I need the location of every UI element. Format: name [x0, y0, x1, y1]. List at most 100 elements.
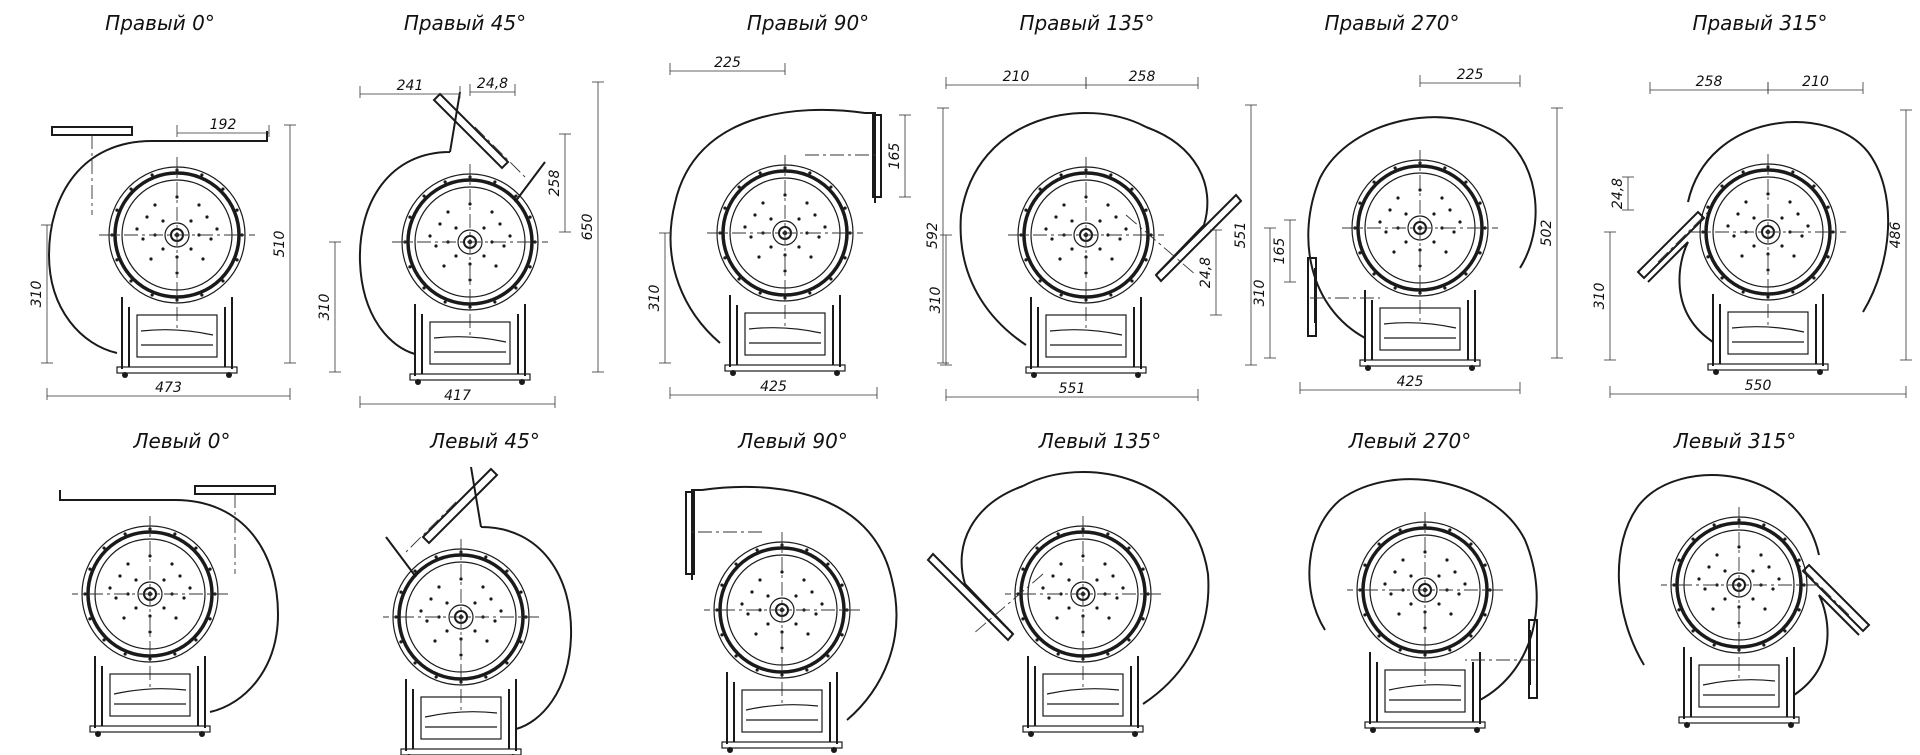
impeller-rivet [1392, 250, 1396, 254]
impeller-rivet [783, 269, 787, 273]
foot-bolt-right [1469, 365, 1475, 371]
impeller-rivet [746, 612, 750, 616]
impeller-rivet [170, 562, 174, 566]
impeller-rivet [1711, 607, 1715, 611]
foot-bolt-left [1031, 372, 1037, 378]
rim-bolt [208, 617, 212, 621]
impeller-rivet [1445, 558, 1449, 562]
motor-window [1727, 311, 1809, 355]
impeller-rivet [1095, 578, 1099, 582]
rim-bolt [422, 194, 426, 198]
volute-casing [669, 108, 876, 344]
impeller-rivet [153, 203, 157, 207]
motor-window-detail [745, 704, 819, 721]
impeller-rivet [1726, 224, 1730, 228]
outlet-flange [926, 552, 1015, 642]
rim-bolt [528, 215, 532, 219]
rim-bolt [505, 569, 509, 573]
rim-bolt [399, 640, 403, 644]
impeller-rivet [1059, 562, 1063, 566]
motor-window [1698, 664, 1780, 708]
fan-r0 [47, 126, 268, 378]
impeller-rivet [148, 554, 152, 558]
base-plate [724, 364, 846, 372]
hub [448, 604, 474, 630]
rim-bolt [115, 208, 119, 212]
rim-bolt [1038, 279, 1042, 283]
rim-bolt [173, 652, 177, 656]
volute-casing [1647, 121, 1890, 343]
impeller-rivet [749, 235, 753, 239]
rim-bolt [200, 293, 204, 297]
impeller-rivet [1062, 203, 1066, 207]
base-plate [1025, 366, 1147, 374]
impeller-rivet [498, 222, 502, 226]
rim-bolt [1127, 638, 1131, 642]
impeller-rivet [433, 639, 437, 643]
foot-bolt-right [727, 747, 733, 753]
impeller-rivet [126, 592, 130, 596]
impeller-rivet [1444, 250, 1448, 254]
dimension-label: 192 [210, 117, 237, 133]
rim-bolt [194, 638, 198, 642]
view-title-r0: Правый 0° [105, 11, 215, 35]
impeller-rivet [1449, 612, 1453, 616]
impeller-rivet [1744, 200, 1748, 204]
motor-window [1042, 673, 1124, 717]
impeller-rivet [201, 257, 205, 261]
rim-bolt [737, 185, 741, 189]
impeller-rivet [434, 244, 438, 248]
impeller-rivet [209, 237, 213, 241]
impeller-rivet [1737, 621, 1741, 625]
rim-bolt [200, 173, 204, 177]
impeller-rivet [823, 225, 827, 229]
view-title-r270: Правый 270° [1324, 11, 1459, 35]
rim-bolt [1826, 255, 1830, 259]
inlet-collar [86, 530, 214, 658]
impeller-rivet [473, 601, 477, 605]
impeller-rivet [1740, 254, 1744, 258]
impeller-rivet [161, 219, 165, 223]
impeller-rivet [162, 578, 166, 582]
impeller-rivet [820, 602, 824, 606]
impeller-rivet [783, 193, 787, 197]
rim-bolt [1478, 251, 1482, 255]
dimension-label: 486 [1888, 222, 1904, 249]
rim-bolt [1130, 279, 1134, 283]
impeller-rivet [809, 255, 813, 259]
volute-casing [59, 490, 280, 713]
hub [457, 229, 483, 255]
view-title-l135: Левый 135° [1038, 429, 1161, 453]
impeller-rivet [1409, 574, 1413, 578]
dimension-label: 24,8 [1610, 178, 1626, 209]
dimension-label: 258 [547, 170, 563, 197]
view-l270: Левый 270° [1308, 429, 1538, 733]
view-l0: Левый 0° [59, 429, 280, 737]
hub [137, 581, 163, 607]
impeller-rivet [189, 219, 193, 223]
rim-bolt [1035, 546, 1039, 550]
rim-bolt [1762, 523, 1766, 527]
rim-bolt [840, 633, 844, 637]
outlet-flange [1801, 563, 1871, 633]
rim-bolt [755, 668, 759, 672]
impeller-rivet [814, 612, 818, 616]
rim-bolt [1469, 542, 1473, 546]
rim-bolt [1141, 567, 1145, 571]
rim-bolt [1130, 187, 1134, 191]
impeller-rivet [188, 586, 192, 590]
outlet-flange [1636, 210, 1706, 280]
impeller-rivet [1396, 196, 1400, 200]
stand-legs [1027, 656, 1139, 728]
rim-bolt [1791, 170, 1795, 174]
dimension-label: 310 [647, 285, 663, 312]
impeller-rivet [1054, 215, 1058, 219]
impeller-rivet [108, 586, 112, 590]
fan-l0 [59, 485, 280, 737]
rim-bolt [1363, 563, 1367, 567]
hub [1407, 215, 1433, 241]
impeller-rivet [1432, 212, 1436, 216]
impeller-rivet [1751, 597, 1755, 601]
